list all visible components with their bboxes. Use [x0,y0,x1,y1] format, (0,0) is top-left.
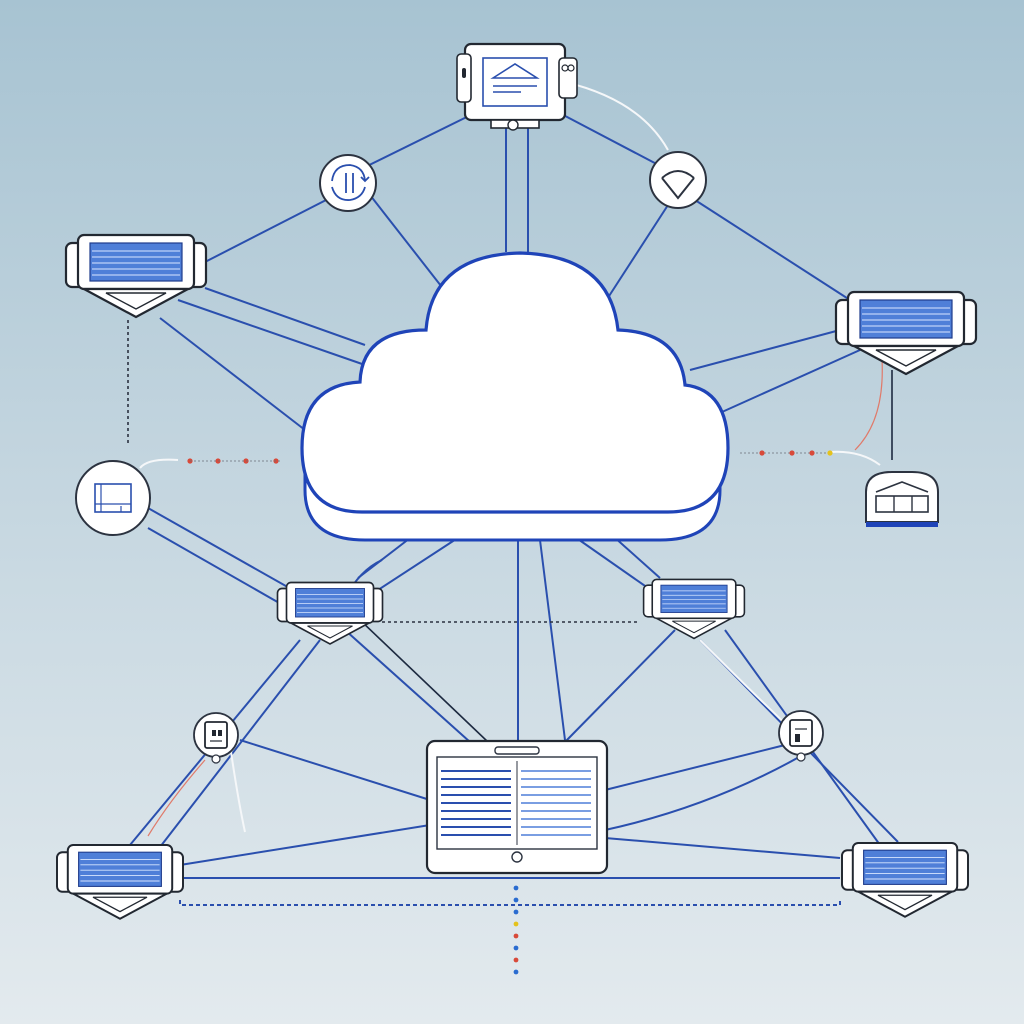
link-cloud-tablet-2 [539,539,566,741]
sync-bubble-node[interactable] [319,154,377,212]
link-server-sync [354,107,486,173]
link-group [127,81,899,906]
link-phone-right-tablet [604,744,786,791]
switch-icon [56,844,184,920]
signal-dots-bottom [513,885,519,975]
switch-bottom-left-node[interactable] [56,844,184,920]
link-wifi-cloud [599,204,669,311]
switch-icon [276,581,384,645]
cloud-node[interactable] [300,251,730,542]
switch-right-upper-node[interactable] [834,290,978,376]
link-switch-bl-tablet [179,824,431,866]
link-wifi-switch-right [694,199,851,301]
link-window-switch-2 [147,527,296,613]
switch-icon [841,842,969,918]
building-right-node[interactable] [865,471,939,527]
switch-icon [64,233,208,319]
link-switch-cl-tablet-2 [344,629,471,743]
link-switch-cl-tablet [359,619,489,743]
phone-left-node[interactable] [193,712,239,764]
link-switch-br-tablet [604,837,841,859]
link-switch-right-cloud-2 [721,349,861,413]
link-switch-left-cloud-3 [159,317,306,431]
link-window-switch [147,507,301,595]
signal-dots-right [740,450,833,456]
link-tablet-phone-right-arc [604,744,821,831]
link-switch-left-cloud-2 [204,287,366,346]
link-sync-cloud [369,194,453,301]
link-switch-left-cloud [177,299,366,366]
tablet-screen-left [441,770,511,836]
window-bubble-node[interactable] [75,460,151,536]
link-switch-cr-phone [699,639,793,731]
link-server-wifi-cable [564,81,669,151]
top-server-node[interactable] [456,42,578,131]
tablet-node[interactable] [425,739,609,875]
phone-icon [204,721,228,749]
signal-dots-left [187,458,280,464]
link-sync-switch-left [204,197,331,263]
window-icon [94,483,132,513]
link-phone-left-tablet [239,739,431,801]
link-window-cable [139,458,179,469]
phone-right-node[interactable] [778,710,824,762]
wifi-bubble-node[interactable] [649,151,707,209]
link-switch-cr-tablet [564,629,676,743]
cloud-icon [300,251,730,514]
link-phone-left-red-wire [147,759,206,837]
switch-bottom-right-node[interactable] [841,842,969,918]
link-server-wifi [549,107,669,171]
switch-icon [642,578,746,640]
link-switch-cl-switch-bl-2 [149,639,321,861]
switch-center-right-node[interactable] [642,578,746,640]
switch-left-upper-node[interactable] [64,233,208,319]
switch-icon [834,290,978,376]
link-phone-left-cable [229,744,246,833]
phone-icon [789,719,813,747]
switch-center-left-node[interactable] [276,581,384,645]
link-switch-bl-switch-br-dashed [179,900,841,906]
link-building-cable [829,450,881,466]
link-switch-right-cloud [689,329,841,371]
sync-icon [331,164,370,201]
wifi-icon [661,170,695,200]
link-switch-right-red-wire [854,359,883,451]
tablet-screen-right [521,770,591,836]
